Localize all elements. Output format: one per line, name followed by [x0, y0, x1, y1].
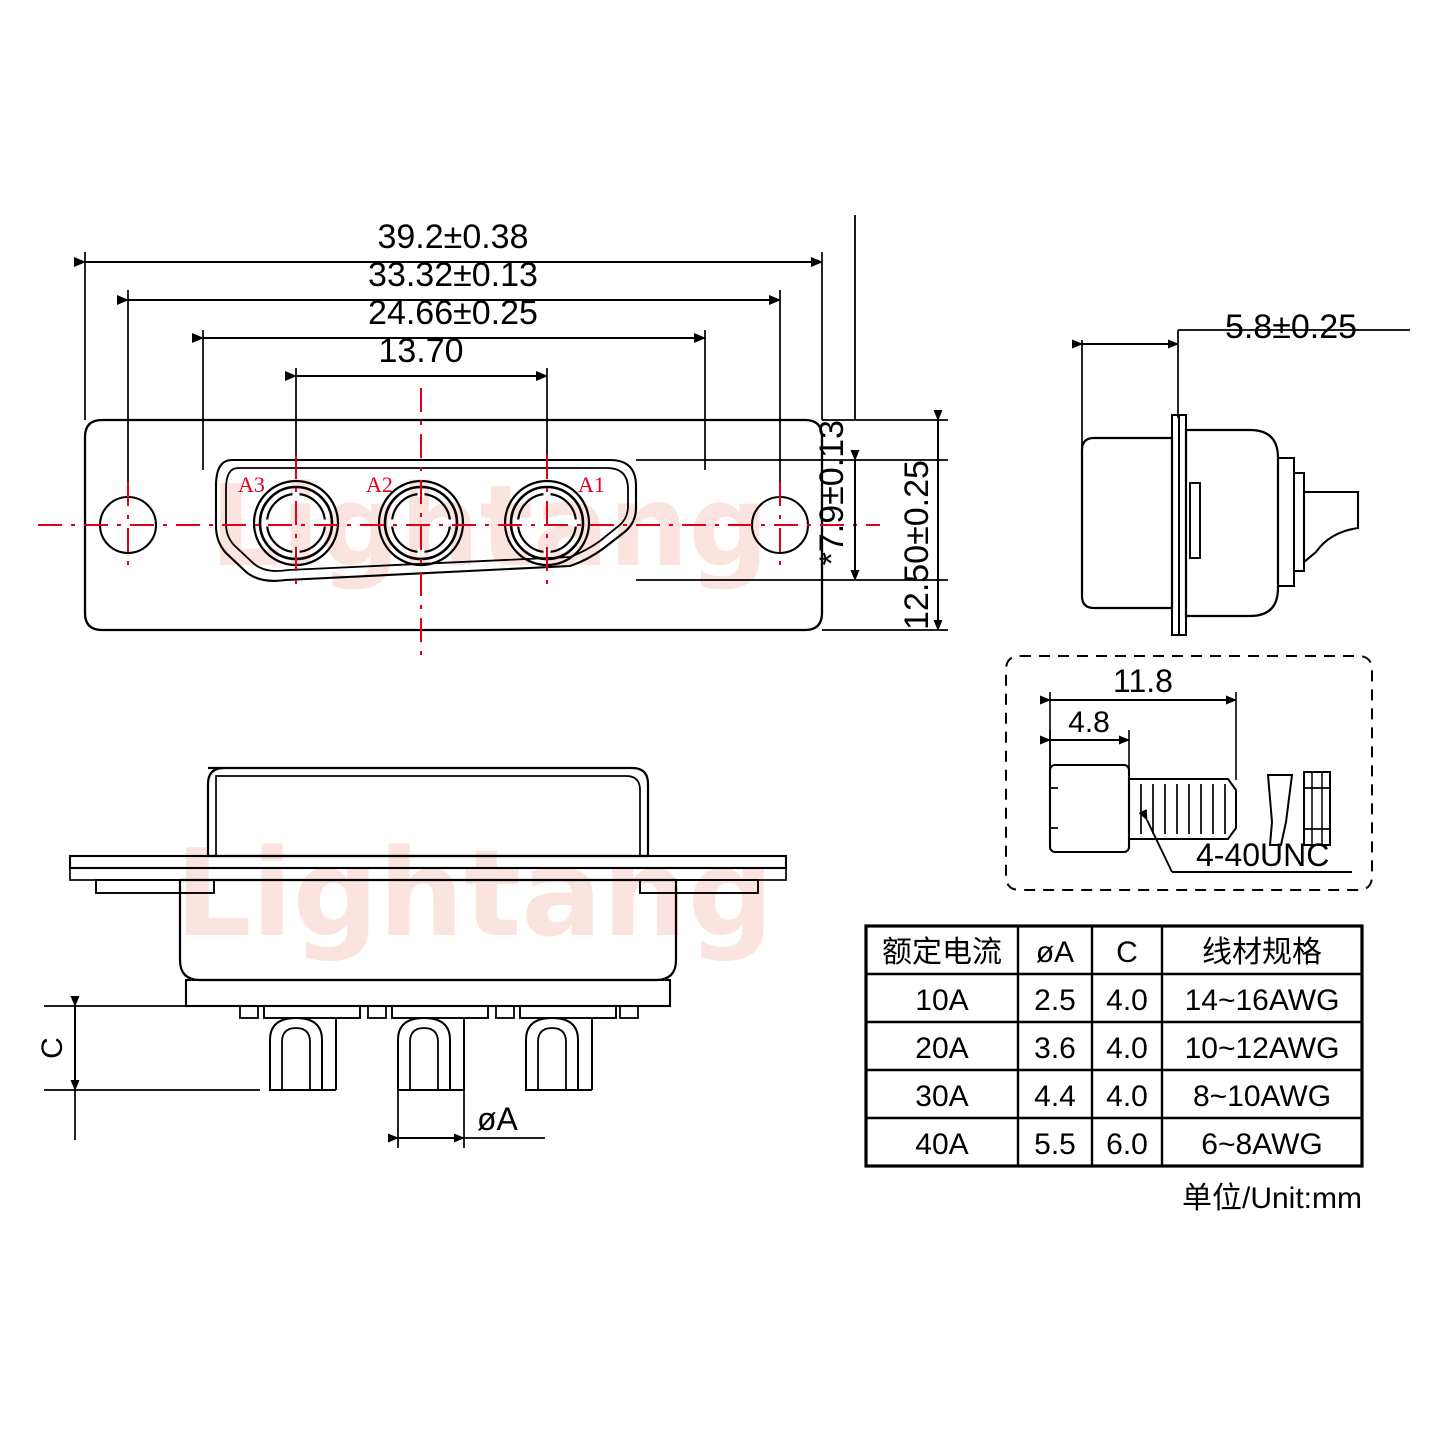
bottom-view	[44, 766, 788, 1148]
cell-c: 4.0	[1106, 1032, 1148, 1065]
rear-standoff	[367, 1005, 387, 1019]
dim-label-hole-pitch: 33.32±0.13	[368, 256, 538, 294]
flange-outline	[83, 418, 824, 632]
cell-wire: 10~12AWG	[1185, 1032, 1340, 1065]
unit-note: 单位/Unit:mm	[1182, 1182, 1362, 1215]
table-row: 30A 4.4 4.0 8~10AWG	[915, 1080, 1331, 1113]
screw-detail	[1005, 655, 1373, 891]
cell-phiA: 2.5	[1034, 984, 1076, 1017]
dim-phiA	[388, 1090, 545, 1148]
rear-contact-A1	[525, 1016, 593, 1091]
dim-label-phiA: øA	[477, 1101, 519, 1137]
cell-c: 4.0	[1106, 984, 1148, 1017]
side-pin	[1302, 490, 1360, 565]
cell-c: 6.0	[1106, 1128, 1148, 1161]
cell-phiA: 4.4	[1034, 1080, 1076, 1113]
cell-current: 20A	[915, 1032, 968, 1065]
flange-tab-right	[639, 879, 759, 894]
rear-shell-inner	[215, 775, 641, 857]
spec-table	[864, 924, 1364, 1168]
front-view: 39.2±0.38 33.32±0.13 24.66±0.25 13.70	[74, 218, 824, 632]
table-border	[864, 924, 1364, 1168]
rear-contact-row	[239, 1005, 639, 1091]
spec-table-text: 额定电流 øA C 线材规格 10A 2.5 4.0 14~16AWG 20A …	[882, 936, 1362, 1215]
label-A2: A2	[366, 472, 393, 497]
watermark-bottom: Lightang	[175, 825, 774, 964]
table-header-wire: 线材规格	[1202, 936, 1322, 969]
table-header-current: 额定电流	[882, 936, 1002, 969]
cell-wire: 6~8AWG	[1201, 1128, 1322, 1161]
dim-label-contact-pitch: 13.70	[378, 332, 463, 370]
label-A1: A1	[578, 472, 605, 497]
rear-standoff	[495, 1005, 515, 1019]
table-row: 10A 2.5 4.0 14~16AWG	[915, 984, 1339, 1017]
cell-current: 30A	[915, 1080, 968, 1113]
dim-label-overall-width: 39.2±0.38	[377, 218, 528, 256]
shroud-outer	[214, 458, 638, 582]
dim-shroud-width: 24.66±0.25	[192, 294, 706, 343]
label-A3: A3	[238, 472, 265, 497]
cell-c: 4.0	[1106, 1080, 1148, 1113]
cell-current: 10A	[915, 984, 968, 1017]
dim-label-depth: 5.8±0.25	[1225, 308, 1357, 346]
thread-callout: 4-40UNC	[1196, 837, 1329, 873]
rear-standoff	[619, 1005, 639, 1019]
dim-label-screw-head: 4.8	[1068, 706, 1110, 739]
front-view-vertical-dims	[636, 215, 948, 631]
rear-contact-A2	[397, 1016, 465, 1091]
table-header-c: C	[1116, 936, 1138, 969]
ferrule	[1266, 774, 1294, 846]
rear-contact-cap	[391, 1005, 489, 1019]
dim-C	[44, 996, 260, 1140]
cell-phiA: 3.6	[1034, 1032, 1076, 1065]
watermark-text: Lightang	[175, 825, 774, 964]
dim-contact-pitch: 13.70	[285, 332, 548, 381]
dim-overall-width: 39.2±0.38	[74, 218, 823, 267]
table-row: 40A 5.5 6.0 6~8AWG	[915, 1128, 1322, 1161]
cell-wire: 8~10AWG	[1193, 1080, 1331, 1113]
cell-wire: 14~16AWG	[1185, 984, 1340, 1017]
dim-label-overall-height: 12.50±0.25	[898, 460, 936, 630]
screw-threads	[1140, 784, 1226, 834]
dim-label-C: C	[36, 1037, 69, 1059]
rear-contact-A3	[269, 1016, 337, 1091]
dim-label-screw-length: 11.8	[1113, 663, 1173, 699]
rear-contact-cap	[519, 1005, 617, 1019]
cell-phiA: 5.5	[1034, 1128, 1076, 1161]
dim-hole-pitch: 33.32±0.13	[117, 256, 781, 305]
cell-current: 40A	[915, 1128, 968, 1161]
front-view-centerlines	[38, 388, 880, 660]
rear-standoff	[239, 1005, 259, 1019]
rear-contact-cap	[263, 1005, 361, 1019]
table-header-phiA: øA	[1036, 936, 1074, 969]
contact-labels: A3 A2 A1	[238, 472, 605, 497]
screw-shank	[1128, 778, 1237, 840]
extension-lines	[84, 252, 823, 500]
dim-label-flange-offset: *7.9±0.13	[813, 420, 851, 565]
side-slot	[1189, 482, 1201, 559]
dim-label-shroud-width: 24.66±0.25	[368, 294, 538, 332]
flange-tab-left	[95, 879, 215, 894]
detail-box-border	[1005, 655, 1373, 891]
nut	[1303, 771, 1331, 846]
side-shroud	[1184, 428, 1280, 618]
table-row: 20A 3.6 4.0 10~12AWG	[915, 1032, 1339, 1065]
side-view	[1072, 329, 1410, 636]
